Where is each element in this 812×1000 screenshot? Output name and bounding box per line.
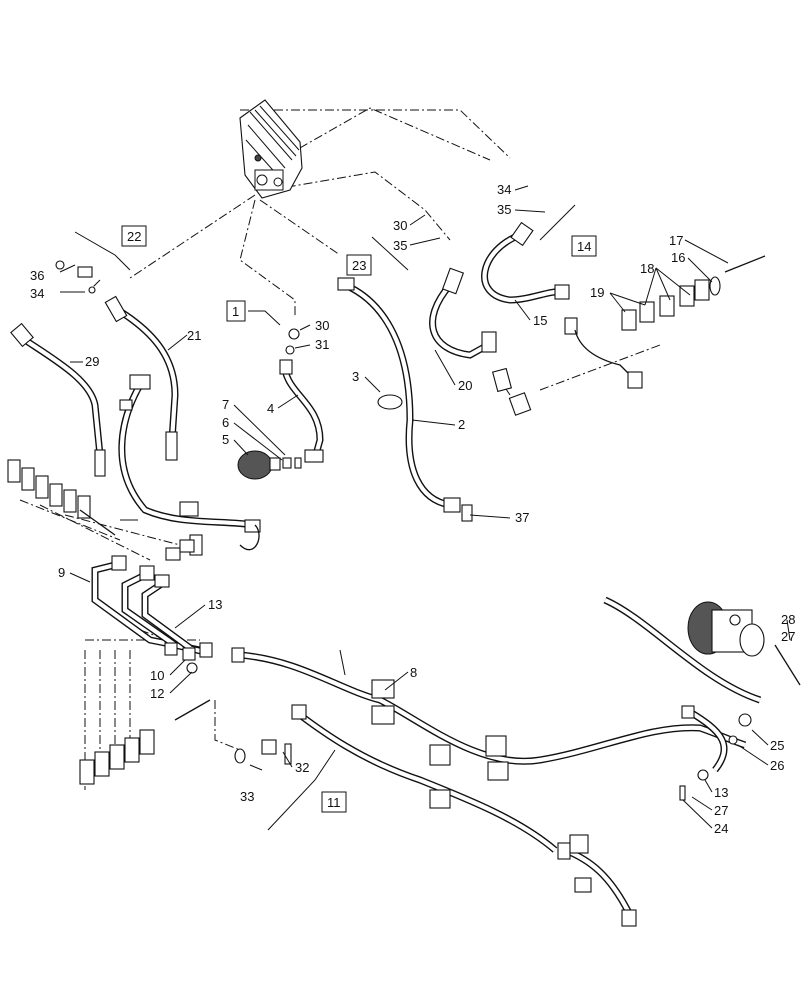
callout-12: 12 — [150, 686, 164, 701]
callout-28: 28 — [781, 612, 795, 627]
callout-34-upper: 34 — [497, 182, 511, 197]
callout-17: 17 — [669, 233, 683, 248]
callout-11: 11 — [327, 795, 341, 810]
callout-30: 30 — [315, 318, 329, 333]
hose-29 — [10, 322, 106, 477]
callout-6: 6 — [222, 415, 229, 430]
callout-21: 21 — [187, 328, 201, 343]
return-hose — [291, 704, 637, 927]
hose-2 — [337, 277, 473, 522]
callout-1: 1 — [232, 304, 239, 319]
callout-14: 14 — [577, 239, 591, 254]
upper-clamp-blocks — [7, 459, 116, 536]
callout-4: 4 — [267, 401, 274, 416]
callout-27: 27 — [781, 629, 795, 644]
callout-10: 10 — [150, 668, 164, 683]
callout-16: 16 — [671, 250, 685, 265]
lower-clamp-blocks — [79, 699, 292, 785]
hydraulic-pump — [679, 601, 801, 801]
callout-30-upper: 30 — [393, 218, 407, 233]
callout-8: 8 — [410, 665, 417, 680]
callout-35: 35 — [393, 238, 407, 253]
callout-13: 13 — [208, 597, 222, 612]
hose-20 — [429, 267, 532, 416]
hose-4 — [279, 328, 324, 463]
callout-37: 37 — [515, 510, 529, 525]
accumulator — [237, 450, 302, 480]
boxed-callouts — [74, 204, 597, 831]
callout-25: 25 — [770, 738, 784, 753]
callout-24: 24 — [714, 821, 728, 836]
callout-7: 7 — [222, 397, 229, 412]
main-pressure-hose — [231, 647, 747, 765]
callout-18: 18 — [640, 261, 654, 276]
callout-9: 9 — [58, 565, 65, 580]
callout-15: 15 — [533, 313, 547, 328]
callout-36: 36 — [30, 268, 44, 283]
callout-23: 23 — [352, 258, 366, 273]
hose-21 — [55, 260, 179, 461]
pump-suction-hose — [603, 596, 762, 704]
callout-19: 19 — [590, 285, 604, 300]
callout-35-upper: 35 — [497, 202, 511, 217]
hose-15 — [481, 221, 643, 389]
callout-33: 33 — [240, 789, 254, 804]
callout-34: 34 — [30, 286, 44, 301]
callout-3: 3 — [352, 369, 359, 384]
control-valve — [239, 99, 303, 199]
callout-2: 2 — [458, 417, 465, 432]
leader-lines — [59, 185, 791, 829]
tubes-9 — [91, 539, 213, 674]
callout-13-lower: 13 — [714, 785, 728, 800]
callout-32: 32 — [295, 760, 309, 775]
callout-29: 29 — [85, 354, 99, 369]
callout-27-lower: 27 — [714, 803, 728, 818]
hose-bracket-clamps — [371, 679, 592, 893]
callout-5: 5 — [222, 432, 229, 447]
callout-20: 20 — [458, 378, 472, 393]
wiring-harness — [118, 374, 261, 556]
callout-31: 31 — [315, 337, 329, 352]
callout-26: 26 — [770, 758, 784, 773]
callout-22: 22 — [127, 229, 141, 244]
clamp-set — [621, 255, 766, 331]
callout-labels: 22 1 23 14 11 36 34 29 21 30 31 3 4 7 6 … — [30, 182, 795, 836]
